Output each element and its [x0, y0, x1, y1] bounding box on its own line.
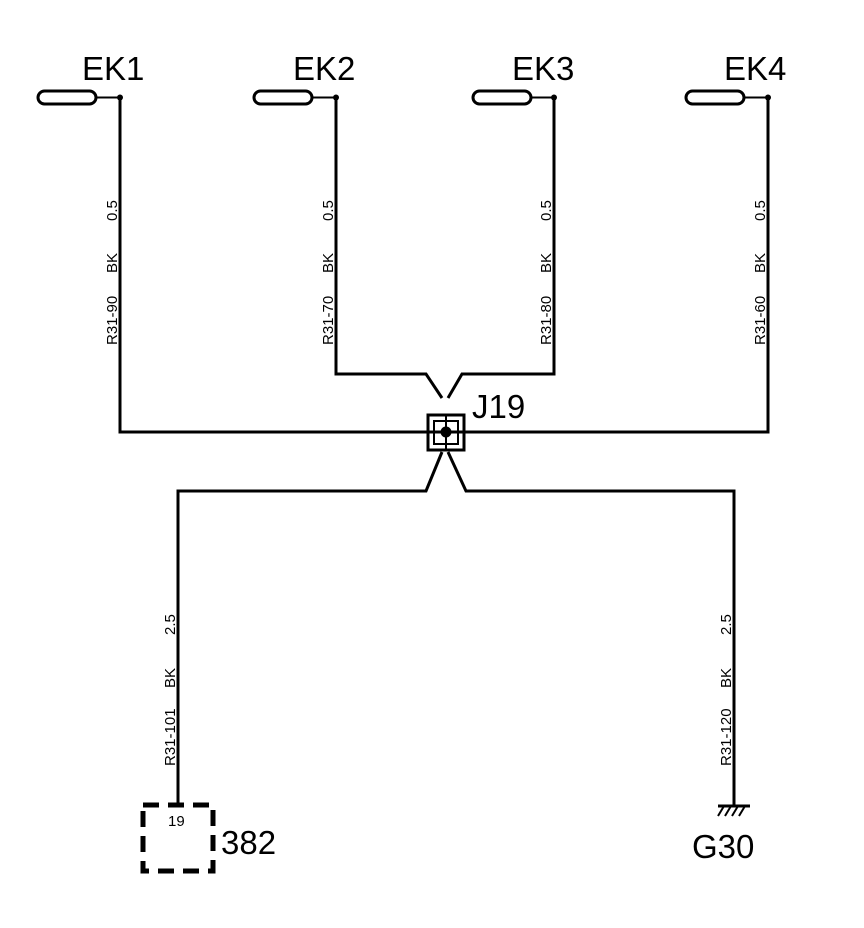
wire-color-label: BK: [538, 253, 555, 273]
wire-r31-60[interactable]: [464, 98, 770, 434]
connector-label-ek4: EK4: [724, 50, 786, 87]
wire-circuit-label: R31-60: [752, 296, 769, 345]
wire-color-label: BK: [320, 253, 337, 273]
connector-ek3[interactable]: [471, 89, 557, 106]
wire-gauge-label: 0.5: [752, 200, 769, 221]
wire-r31-80[interactable]: [446, 98, 556, 399]
wire-gauge-label: 0.5: [104, 200, 121, 221]
connector-ek2[interactable]: [252, 89, 339, 106]
wire-r31-101[interactable]: [176, 451, 444, 806]
wire-circuit-label: R31-120: [718, 708, 735, 766]
pin-number: 19: [168, 813, 185, 830]
junction-label: J19: [472, 388, 525, 425]
connector-label-ek3: EK3: [512, 50, 574, 87]
wire-color-label: BK: [104, 253, 121, 273]
junction-j19[interactable]: [426, 413, 466, 452]
wire-r31-120[interactable]: [446, 451, 736, 806]
wire-gauge-label: 2.5: [162, 614, 179, 635]
component-382[interactable]: [140, 802, 216, 874]
connector-ek4[interactable]: [684, 89, 771, 106]
wire-circuit-label: R31-101: [162, 708, 179, 766]
wire-gauge-label: 0.5: [538, 200, 555, 221]
wire-color-label: BK: [718, 668, 735, 688]
wire-circuit-label: R31-70: [320, 296, 337, 345]
component-label: 382: [221, 824, 276, 861]
wire-circuit-label: R31-80: [538, 296, 555, 345]
wire-r31-70[interactable]: [334, 98, 444, 399]
connector-ek1[interactable]: [36, 89, 123, 106]
connector-label-ek2: EK2: [293, 50, 355, 87]
wire-color-label: BK: [752, 253, 769, 273]
wire-color-label: BK: [162, 668, 179, 688]
connector-label-ek1: EK1: [82, 50, 144, 87]
wire-gauge-label: 0.5: [320, 200, 337, 221]
wire-r31-90[interactable]: [118, 98, 428, 434]
ground-label: G30: [692, 828, 754, 865]
wire-circuit-label: R31-90: [104, 296, 121, 345]
wire-gauge-label: 2.5: [718, 614, 735, 635]
ground-icon[interactable]: [717, 804, 750, 817]
